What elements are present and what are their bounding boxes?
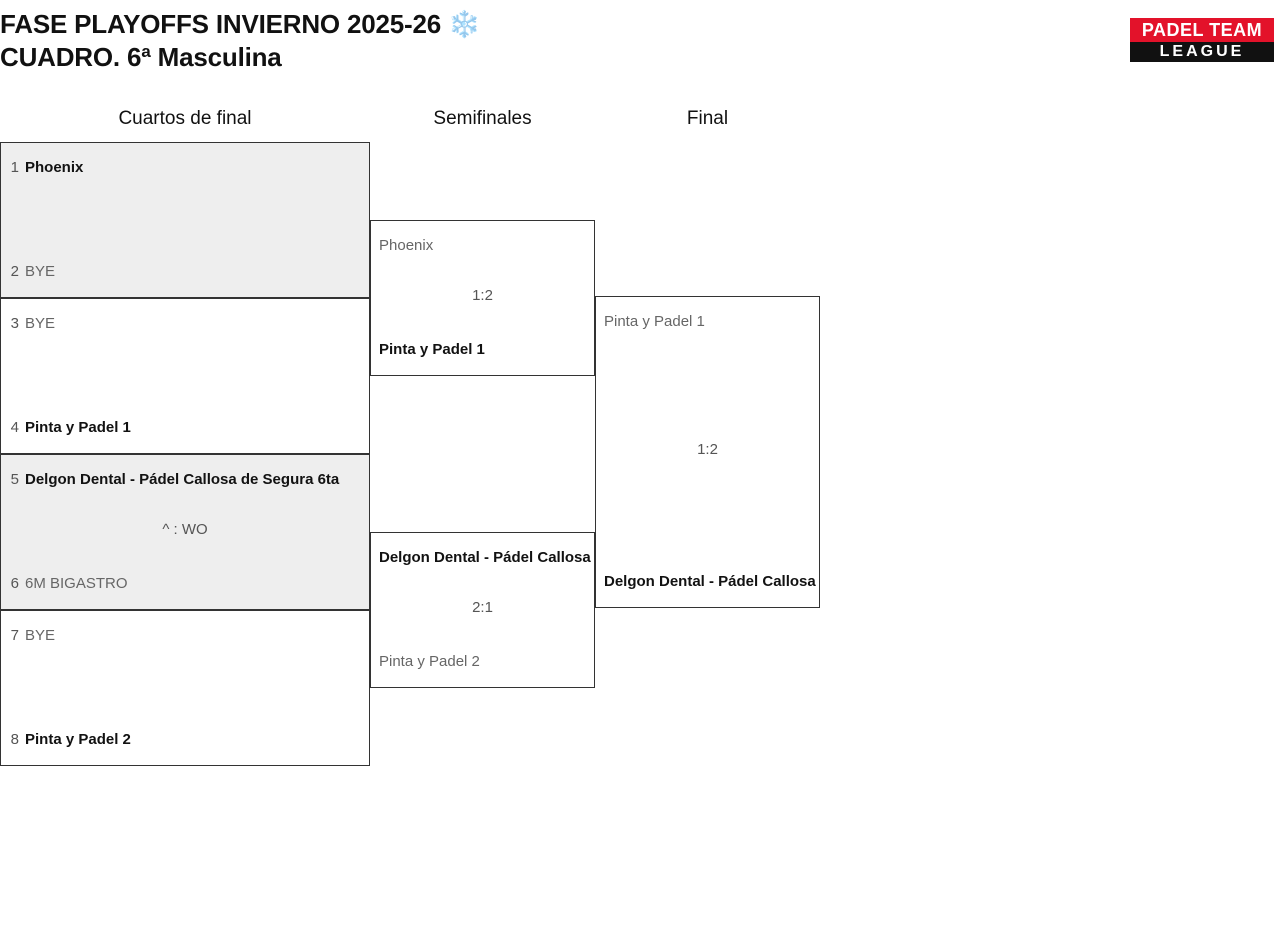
match-score: 1:2 xyxy=(472,287,493,304)
seed-number: 2 xyxy=(10,263,19,280)
round-heading-final: Final xyxy=(686,108,729,129)
logo-top-text: PADEL TEAM xyxy=(1130,18,1274,42)
round-heading-semifinals: Semifinales xyxy=(433,108,532,129)
seed-number: 5 xyxy=(10,471,19,488)
match-slot-top[interactable]: 1 Phoenix xyxy=(1,155,369,181)
player-name: Delgon Dental - Pádel Callosa de Segura … xyxy=(25,471,340,488)
match-slot-top[interactable]: Delgon Dental - Pádel Callosa de Segura … xyxy=(371,545,594,571)
player-name: BYE xyxy=(25,627,56,644)
player-name: Pinta y Padel 2 xyxy=(379,653,480,670)
match-semifinal-1[interactable]: Phoenix 1:2 Pinta y Padel 1 xyxy=(370,220,595,376)
player-name: Pinta y Padel 1 xyxy=(604,313,705,330)
seed-number: 8 xyxy=(10,731,19,748)
player-name: BYE xyxy=(25,263,56,280)
padel-team-league-logo: PADEL TEAM LEAGUE xyxy=(1130,18,1274,62)
player-name: Delgon Dental - Pádel Callosa de Segura … xyxy=(604,573,819,590)
seed-number: 4 xyxy=(10,419,19,436)
match-score: ^ : WO xyxy=(162,521,208,538)
player-name: 6M BIGASTRO xyxy=(25,575,128,592)
round-heading-quarterfinals: Cuartos de final xyxy=(118,108,252,129)
match-slot-bottom[interactable]: 2 BYE xyxy=(1,259,369,285)
seed-number: 6 xyxy=(10,575,19,592)
match-slot-bottom[interactable]: Pinta y Padel 2 xyxy=(371,649,594,675)
player-name: Phoenix xyxy=(25,159,84,176)
match-slot-top[interactable]: 5 Delgon Dental - Pádel Callosa de Segura… xyxy=(1,467,369,493)
page-header: FASE PLAYOFFS INVIERNO 2025-26 ❄️ CUADRO… xyxy=(0,0,1280,92)
match-final[interactable]: Pinta y Padel 1 1:2 Delgon Dental - Páde… xyxy=(595,296,820,608)
player-name: Pinta y Padel 1 xyxy=(25,419,131,436)
match-quarterfinal-1[interactable]: 1 Phoenix 2 BYE xyxy=(0,142,370,298)
player-name: BYE xyxy=(25,315,56,332)
page-title: FASE PLAYOFFS INVIERNO 2025-26 ❄️ CUADRO… xyxy=(0,9,481,72)
match-quarterfinal-4[interactable]: 7 BYE 8 Pinta y Padel 2 xyxy=(0,610,370,766)
match-score: 2:1 xyxy=(472,599,493,616)
player-name: Pinta y Padel 2 xyxy=(25,731,131,748)
match-quarterfinal-3[interactable]: 5 Delgon Dental - Pádel Callosa de Segura… xyxy=(0,454,370,610)
match-semifinal-2[interactable]: Delgon Dental - Pádel Callosa de Segura … xyxy=(370,532,595,688)
seed-number: 1 xyxy=(10,159,19,176)
match-score: 1:2 xyxy=(697,441,718,458)
match-slot-bottom[interactable]: Delgon Dental - Pádel Callosa de Segura … xyxy=(596,569,819,595)
match-slot-bottom[interactable]: 4 Pinta y Padel 1 xyxy=(1,415,369,441)
match-slot-bottom[interactable]: Pinta y Padel 1 xyxy=(371,337,594,363)
match-slot-top[interactable]: Pinta y Padel 1 xyxy=(596,309,819,335)
match-slot-top[interactable]: 7 BYE xyxy=(1,623,369,649)
player-name: Phoenix xyxy=(379,237,434,254)
match-slot-bottom[interactable]: 6 6M BIGASTRO xyxy=(1,571,369,597)
logo-bottom-text: LEAGUE xyxy=(1130,42,1274,62)
seed-number: 7 xyxy=(10,627,19,644)
player-name: Pinta y Padel 1 xyxy=(379,341,485,358)
match-slot-top[interactable]: 3 BYE xyxy=(1,311,369,337)
player-name: Delgon Dental - Pádel Callosa de Segura … xyxy=(379,549,594,566)
match-quarterfinal-2[interactable]: 3 BYE 4 Pinta y Padel 1 xyxy=(0,298,370,454)
match-slot-top[interactable]: Phoenix xyxy=(371,233,594,259)
seed-number: 3 xyxy=(10,315,19,332)
match-slot-bottom[interactable]: 8 Pinta y Padel 2 xyxy=(1,727,369,753)
